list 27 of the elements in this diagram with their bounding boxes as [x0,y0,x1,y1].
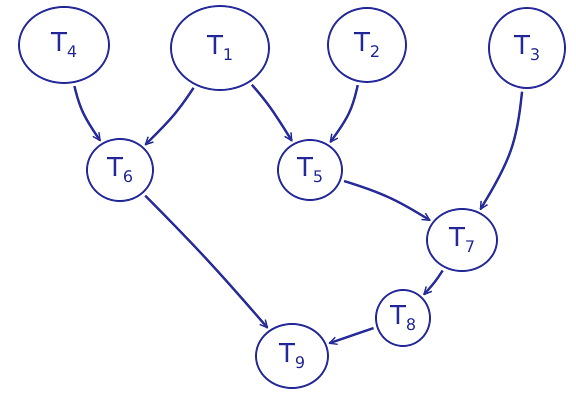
arrow [328,326,374,346]
arrow [344,180,431,222]
arrow [479,92,524,210]
arrow [329,84,359,143]
arrow [144,87,195,146]
arrow [423,270,444,296]
task-ellipse [426,208,498,272]
task-label: T$_{8}$ [390,301,416,335]
task-ellipse [488,7,566,89]
task-ellipse [327,7,407,83]
task-ellipse [86,138,154,202]
task-ellipse [277,139,343,201]
task-ellipse [18,6,110,84]
task-label: T$_{6}$ [106,153,134,187]
arrow [73,86,102,142]
task-label: T$_{1}$ [206,31,234,65]
task-ellipse [375,289,431,347]
task-label: T$_{2}$ [354,28,380,62]
task-ellipse [255,323,329,389]
arrow [144,194,268,328]
task-label: T$_{9}$ [278,339,306,373]
task-label: T$_{3}$ [514,31,540,65]
task-label: T$_{4}$ [50,28,78,62]
task-ellipse [170,5,270,91]
task-label: T$_{5}$ [296,153,324,187]
task-label: T$_{7}$ [448,223,476,257]
arrow [250,84,293,142]
